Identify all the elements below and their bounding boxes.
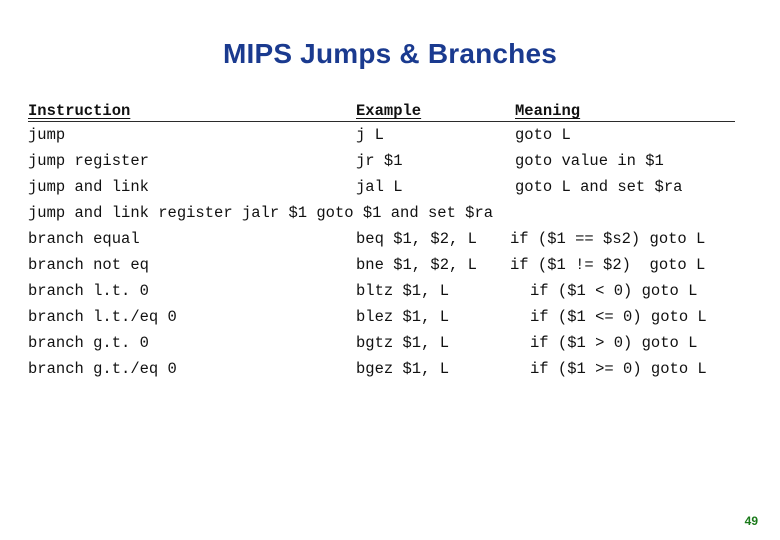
cell-meaning: goto value in $1 — [515, 152, 664, 170]
cell-meaning: if ($1 != $2) goto L — [510, 256, 706, 274]
table-row: branch equal beq $1, $2, L if ($1 == $s2… — [28, 226, 740, 252]
cell-example: jr $1 — [356, 152, 403, 170]
page-number: 49 — [744, 514, 758, 528]
cell-instruction: branch l.t. 0 — [28, 282, 149, 300]
cell-example: bgez $1, L — [356, 360, 450, 378]
table-row: jump and link register jalr $1 goto $1 a… — [28, 200, 740, 226]
table-row: branch g.t./eq 0 bgez $1, L if ($1 >= 0)… — [28, 356, 740, 382]
cell-instruction: branch l.t./eq 0 — [28, 308, 177, 326]
table-row: jump register jr $1 goto value in $1 — [28, 148, 740, 174]
table-row: branch l.t. 0 bltz $1, L if ($1 < 0) got… — [28, 278, 740, 304]
column-header-meaning: Meaning — [515, 102, 581, 120]
column-header-example: Example — [356, 102, 422, 120]
cell-example: bne $1, $2, L — [356, 256, 477, 274]
mips-instruction-table: Instruction Example Meaning jump j L got… — [28, 100, 740, 382]
page-title: MIPS Jumps & Branches — [222, 38, 558, 69]
table-header-row: Instruction Example Meaning — [28, 100, 740, 122]
cell-instruction: jump register — [28, 152, 149, 170]
cell-instruction: branch not eq — [28, 256, 149, 274]
cell-example: j L — [356, 126, 384, 144]
cell-meaning: if ($1 > 0) goto L — [530, 334, 698, 352]
table-row: branch g.t. 0 bgtz $1, L if ($1 > 0) got… — [28, 330, 740, 356]
column-header-instruction: Instruction — [28, 102, 131, 120]
cell-example: bltz $1, L — [356, 282, 450, 300]
cell-run-on-line: jump and link register jalr $1 goto $1 a… — [28, 204, 494, 222]
cell-instruction: jump — [28, 126, 66, 144]
table-row: branch l.t./eq 0 blez $1, L if ($1 <= 0)… — [28, 304, 740, 330]
cell-meaning: if ($1 <= 0) goto L — [530, 308, 707, 326]
cell-meaning: if ($1 >= 0) goto L — [530, 360, 707, 378]
cell-example: blez $1, L — [356, 308, 450, 326]
header-divider-rule — [28, 121, 735, 122]
cell-example: beq $1, $2, L — [356, 230, 477, 248]
table-row: branch not eq bne $1, $2, L if ($1 != $2… — [28, 252, 740, 278]
cell-meaning: goto L — [515, 126, 571, 144]
cell-instruction: branch g.t./eq 0 — [28, 360, 177, 378]
cell-meaning: if ($1 == $s2) goto L — [510, 230, 706, 248]
table-row: jump j L goto L — [28, 122, 740, 148]
cell-instruction: branch g.t. 0 — [28, 334, 149, 352]
cell-instruction: branch equal — [28, 230, 140, 248]
cell-example: jal L — [356, 178, 403, 196]
cell-example: bgtz $1, L — [356, 334, 450, 352]
cell-meaning: if ($1 < 0) goto L — [530, 282, 698, 300]
cell-meaning: goto L and set $ra — [515, 178, 683, 196]
table-row: jump and link jal L goto L and set $ra — [28, 174, 740, 200]
cell-instruction: jump and link — [28, 178, 149, 196]
